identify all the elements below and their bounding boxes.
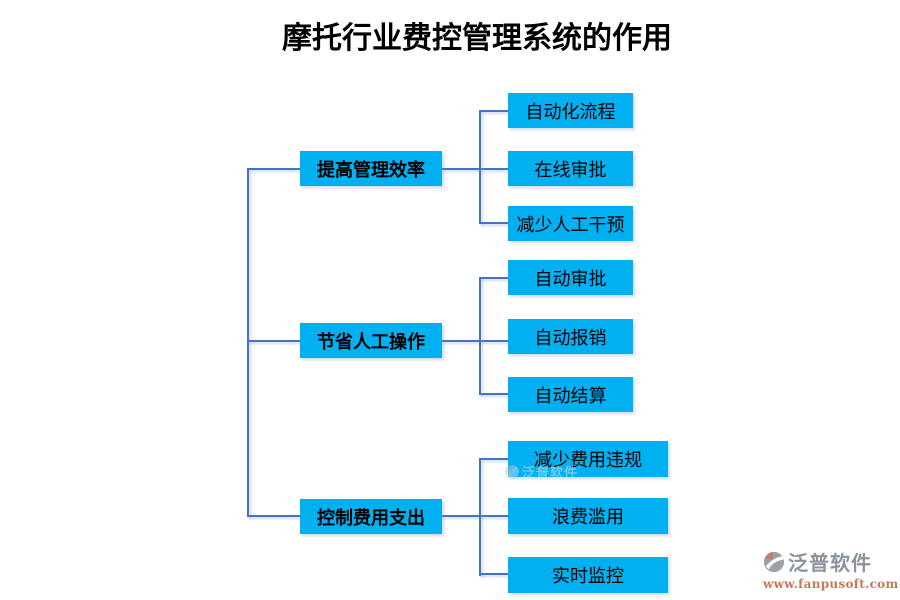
leaf-node: 减少人工干预 [508, 206, 633, 241]
leaf-node: 自动报销 [508, 319, 633, 354]
connector-line [479, 458, 508, 460]
leaf-label: 减少费用违规 [534, 450, 642, 471]
fanpu-logo-icon [763, 551, 785, 572]
connector-line [479, 573, 508, 575]
connector-line [479, 277, 481, 395]
branch-label: 控制费用支出 [317, 507, 425, 529]
leaf-label: 自动报销 [534, 327, 607, 349]
page-title: 摩托行业费控管理系统的作用 [282, 21, 672, 56]
leaf-label: 自动化流程 [525, 101, 616, 123]
leaf-node: 自动化流程 [508, 93, 633, 128]
connector-line [441, 340, 508, 342]
leaf-label: 在线审批 [534, 159, 607, 181]
branch-label: 节省人工操作 [317, 331, 425, 353]
connector-line [479, 222, 508, 224]
leaf-node: 浪费滥用 [508, 498, 668, 534]
leaf-label: 实时监控 [552, 566, 624, 587]
connector-line [479, 110, 481, 224]
connector-line [247, 340, 301, 342]
branch-label: 提高管理效率 [317, 159, 425, 181]
connector-line [441, 168, 508, 170]
leaf-node: 减少费用违规 [508, 441, 668, 477]
fanpu-logo-url: www.fanpusoft.com [763, 577, 899, 591]
connector-line [479, 458, 481, 576]
leaf-node: 自动审批 [508, 260, 633, 295]
branch-node-control-expense: 控制费用支出 [300, 499, 442, 534]
branch-node-save-labor: 节省人工操作 [300, 323, 442, 358]
leaf-node: 自动结算 [508, 377, 633, 412]
leaf-label: 自动结算 [534, 385, 607, 407]
leaf-node: 实时监控 [508, 557, 668, 593]
connector-line [479, 110, 508, 112]
leaf-label: 减少人工干预 [516, 214, 625, 236]
branch-node-improve-efficiency: 提高管理效率 [300, 151, 442, 186]
leaf-label: 浪费滥用 [552, 507, 624, 528]
connector-line [479, 277, 508, 279]
connector-line [441, 515, 508, 517]
leaf-label: 自动审批 [534, 268, 607, 290]
fanpu-logo-name: 泛普软件 [788, 551, 872, 575]
connector-line [247, 515, 301, 517]
connector-line [479, 393, 508, 395]
leaf-node: 在线审批 [508, 151, 633, 186]
connector-line [247, 168, 301, 170]
fanpu-logo-row: 泛普软件 [763, 547, 895, 576]
connector-line [247, 168, 249, 517]
fanpu-logo: 泛普软件 www.fanpusoft.com [763, 547, 899, 591]
